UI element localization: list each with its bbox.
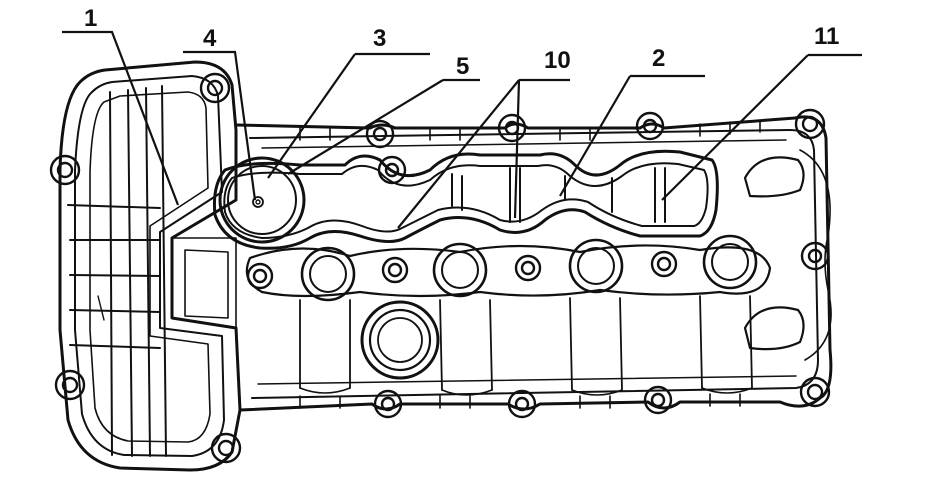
callout-11: 11 [814, 23, 839, 50]
leader-11 [661, 53, 862, 201]
bolt-bosses [49, 72, 831, 464]
callout-4: 4 [203, 25, 217, 52]
leader-2 [559, 74, 705, 197]
right-end [743, 149, 832, 361]
leader-10 [397, 78, 570, 229]
callout-labels: 1 4 3 5 10 2 11 [84, 5, 839, 80]
callout-5: 5 [456, 53, 469, 80]
leader-3 [267, 52, 430, 179]
left-end-cap [58, 60, 242, 472]
leader-lines [62, 30, 862, 229]
callout-3: 3 [373, 25, 386, 52]
callout-10: 10 [544, 47, 571, 74]
leader-4 [183, 50, 257, 201]
leader-5 [287, 78, 480, 175]
spark-plug-bores [245, 234, 772, 396]
callout-1: 1 [84, 5, 97, 32]
callout-2: 2 [652, 45, 665, 72]
leader-1 [62, 30, 180, 206]
oil-separator-chamber [213, 149, 719, 250]
